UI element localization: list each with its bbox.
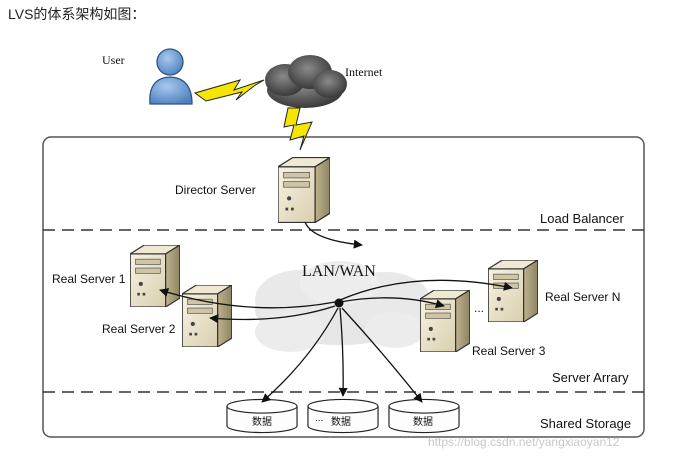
- storage-3-label: 数据: [413, 415, 433, 428]
- server-tower-icon: [130, 245, 180, 307]
- lan-wan-label: LAN/WAN: [302, 263, 376, 280]
- lightning-icon: [283, 107, 313, 151]
- server-tower-icon: [420, 290, 470, 352]
- connectors: [159, 221, 513, 403]
- user-icon: [149, 48, 193, 105]
- page-title: LVS的体系架构如图：: [8, 6, 146, 22]
- storage-2-label: 数据: [331, 415, 351, 428]
- edge-lan-rsn: [339, 279, 513, 301]
- user-label: User: [102, 53, 125, 67]
- watermark: https://blog.csdn.net/yangxiaoyan12: [428, 435, 620, 449]
- real-server-3-label: Real Server 3: [472, 344, 546, 358]
- storage-1-label: 数据: [252, 415, 272, 428]
- real-server-1-label: Real Server 1: [52, 272, 126, 286]
- internet-label: Internet: [345, 65, 383, 79]
- edge-lan-db1: [261, 307, 339, 403]
- server-ellipsis: ...: [474, 301, 484, 315]
- edge-lan-rs3: [339, 297, 445, 309]
- edge-lan-db2: [338, 307, 348, 397]
- section-server-array: Server Arrary: [552, 370, 629, 385]
- real-server-2-label: Real Server 2: [102, 322, 176, 336]
- cloud-icon: [265, 55, 347, 108]
- edge-lan-db3: [341, 307, 423, 403]
- server-tower-icon: [182, 285, 232, 347]
- section-shared-storage: Shared Storage: [540, 416, 631, 431]
- edge-rs2-lan: [209, 305, 336, 324]
- system-frame: [42, 136, 645, 438]
- server-tower-icon: [488, 260, 538, 322]
- storage-ellipsis: ...: [315, 413, 323, 424]
- lan-hub: [334, 298, 344, 308]
- server-tower-icon: [278, 157, 330, 223]
- director-server-label: Director Server: [175, 183, 256, 197]
- edge-director-lan: [304, 221, 363, 249]
- real-server-n-label: Real Server N: [545, 290, 620, 304]
- lightning-icon: [193, 79, 265, 102]
- edge-rs1-lan: [159, 288, 336, 309]
- section-load-balancer: Load Balancer: [540, 211, 625, 226]
